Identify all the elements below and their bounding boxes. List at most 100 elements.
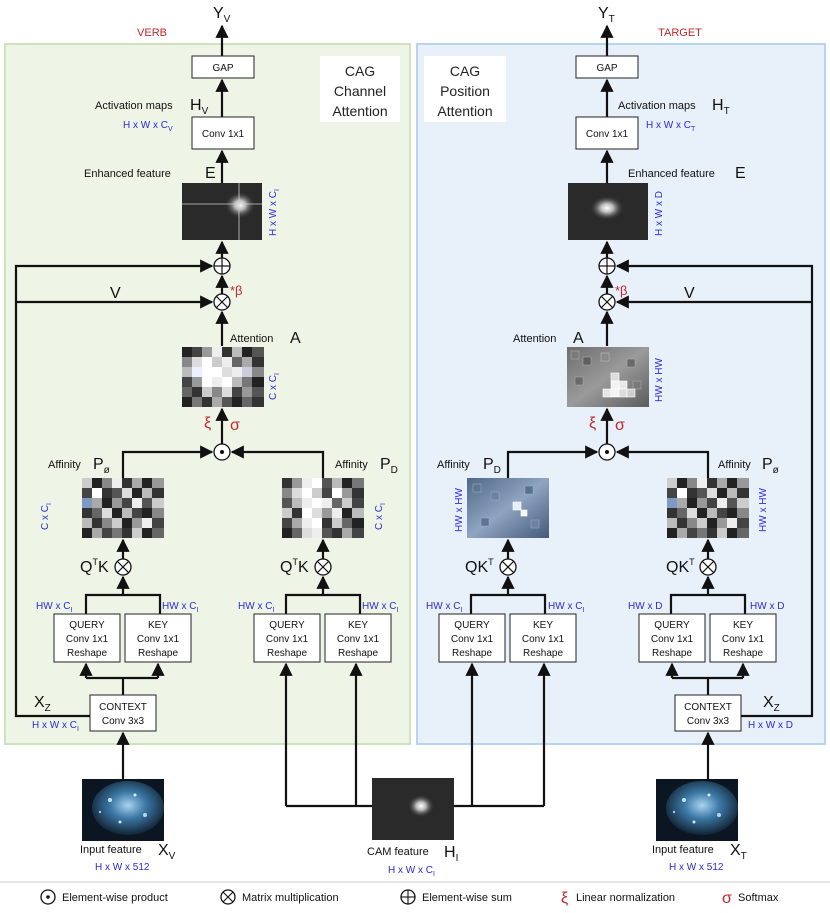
verb-matrix-multiplication-icon — [213, 293, 231, 311]
verb-title-line-2: Channel — [334, 83, 386, 99]
target-attention-matrix — [567, 347, 649, 407]
target-left-query-line-1: QUERY — [454, 620, 490, 631]
verb-element-wise-product-icon — [213, 443, 231, 461]
target-left-query-box — [438, 613, 506, 663]
verb-enhanced-feature-image — [182, 183, 262, 240]
target-activation-sym: HT — [712, 97, 730, 117]
target-right-query-dims: HW x D — [628, 601, 662, 612]
verb-left-key-box — [124, 613, 192, 663]
verb-right-key-box — [324, 613, 392, 663]
verb-xz-label: XZ — [34, 694, 51, 714]
target-input-feature-image — [656, 779, 738, 841]
verb-left-query-line-1: QUERY — [69, 620, 105, 631]
verb-left-key-line-1: KEY — [148, 620, 168, 631]
verb-beta: *β — [230, 283, 243, 298]
target-attention-sym: A — [573, 330, 584, 347]
target-affinity-left-dims: HW x HW — [454, 488, 465, 532]
target-left-query-dims: HW x CI — [426, 601, 462, 614]
verb-title-line-3: Attention — [332, 103, 387, 119]
verb-activation-label: Activation maps — [95, 100, 173, 112]
target-left-key-line-1: KEY — [533, 620, 553, 631]
verb-context-line-2: Conv 3x3 — [102, 716, 145, 727]
verb-input-sym: XV — [158, 842, 176, 862]
cam-feature-image — [372, 778, 454, 840]
verb-affinity-right-sym: PD — [380, 456, 398, 476]
target-right-query-line-1: QUERY — [654, 620, 690, 631]
cam-feature-label: CAM feature — [367, 846, 429, 858]
target-right-key-line-1: KEY — [733, 620, 753, 631]
verb-gap-label: GAP — [212, 63, 233, 74]
target-output-label: YT — [598, 5, 615, 25]
verb-qk-right-label: QTK — [280, 557, 309, 576]
target-context-box — [674, 694, 742, 732]
target-title-line-3: Attention — [437, 103, 492, 119]
verb-attention-sym: A — [290, 330, 301, 347]
verb-left-query-dims: HW x CI — [36, 601, 72, 614]
verb-qk-right-matrix-multiplication-icon — [314, 558, 332, 576]
target-affinity-left-matrix — [467, 478, 549, 538]
verb-right-key-line-1: KEY — [348, 620, 368, 631]
verb-gap-box — [191, 55, 255, 79]
target-input-sym: XT — [730, 842, 747, 862]
verb-input-label: Input feature — [80, 844, 142, 856]
verb-qk-left-matrix-multiplication-icon — [114, 558, 132, 576]
verb-left-query-line-3: Reshape — [67, 648, 107, 659]
target-input-dims: H x W x 512 — [669, 862, 724, 873]
legend-element-wise-sum: Element-wise sum — [422, 892, 512, 904]
verb-enhanced-label: Enhanced feature — [84, 168, 171, 180]
softmax-icon: σ — [722, 890, 732, 907]
verb-context-line-1: CONTEXT — [99, 702, 147, 713]
target-element-wise-product-icon — [598, 443, 616, 461]
verb-output-label: YV — [213, 5, 231, 25]
target-input-label: Input feature — [652, 844, 714, 856]
target-affinity-right-matrix — [667, 478, 749, 538]
target-left-key-line-3: Reshape — [523, 648, 563, 659]
verb-right-query-line-1: QUERY — [269, 620, 305, 631]
target-xi: ξ — [589, 415, 596, 432]
verb-enhanced-sym: E — [205, 165, 216, 182]
verb-attention-dims: C x CI — [268, 373, 281, 400]
target-sigma: σ — [615, 417, 625, 434]
target-right-key-box — [709, 613, 777, 663]
target-conv1x1-box — [575, 116, 639, 150]
target-right-key-dims: HW x D — [750, 601, 784, 612]
target-affinity-left-sym: PD — [483, 456, 501, 476]
verb-context-box — [89, 694, 157, 732]
target-affinity-right-dims: HW x HW — [758, 488, 769, 532]
target-xz-dims: H x W x D — [748, 720, 793, 731]
matrix-multiplication-icon — [220, 889, 236, 905]
target-affinity-right-label: Affinity — [718, 459, 751, 471]
target-attention-dims: HW x HW — [654, 358, 665, 402]
target-v-label: V — [684, 285, 695, 302]
verb-conv1x1-label: Conv 1x1 — [202, 129, 245, 140]
verb-right-query-dims: HW x CI — [238, 601, 274, 614]
target-right-key-line-3: Reshape — [723, 648, 763, 659]
target-enhanced-feature-image — [568, 183, 648, 240]
verb-affinity-left-label: Affinity — [48, 459, 81, 471]
verb-left-key-line-3: Reshape — [138, 648, 178, 659]
verb-right-query-line-3: Reshape — [267, 648, 307, 659]
target-matrix-multiplication-icon — [598, 293, 616, 311]
target-xz-label: XZ — [763, 694, 780, 714]
verb-attention-label: Attention — [230, 333, 273, 345]
target-gap-box — [575, 55, 639, 79]
target-conv1x1-label: Conv 1x1 — [586, 129, 629, 140]
target-title-line-1: CAG — [450, 63, 480, 79]
verb-right-query-line-2: Conv 1x1 — [266, 634, 309, 645]
target-left-key-box — [509, 613, 577, 663]
verb-title-box — [320, 56, 400, 122]
target-title-box — [424, 56, 506, 122]
verb-conv1x1-box — [191, 116, 255, 150]
target-context-line-1: CONTEXT — [684, 702, 732, 713]
verb-activation-dims: H x W x CV — [123, 120, 173, 133]
cam-feature-dims: H x W x CI — [388, 865, 435, 878]
target-left-key-dims: HW x CI — [548, 601, 584, 614]
target-left-key-line-2: Conv 1x1 — [522, 634, 565, 645]
target-qk-left-matrix-multiplication-icon — [499, 558, 517, 576]
target-beta: *β — [615, 283, 628, 298]
verb-affinity-left-matrix — [82, 478, 164, 538]
legend-element-wise-product: Element-wise product — [62, 892, 168, 904]
target-header: TARGET — [658, 27, 702, 39]
target-title-line-2: Position — [440, 83, 490, 99]
target-context-line-2: Conv 3x3 — [687, 716, 730, 727]
